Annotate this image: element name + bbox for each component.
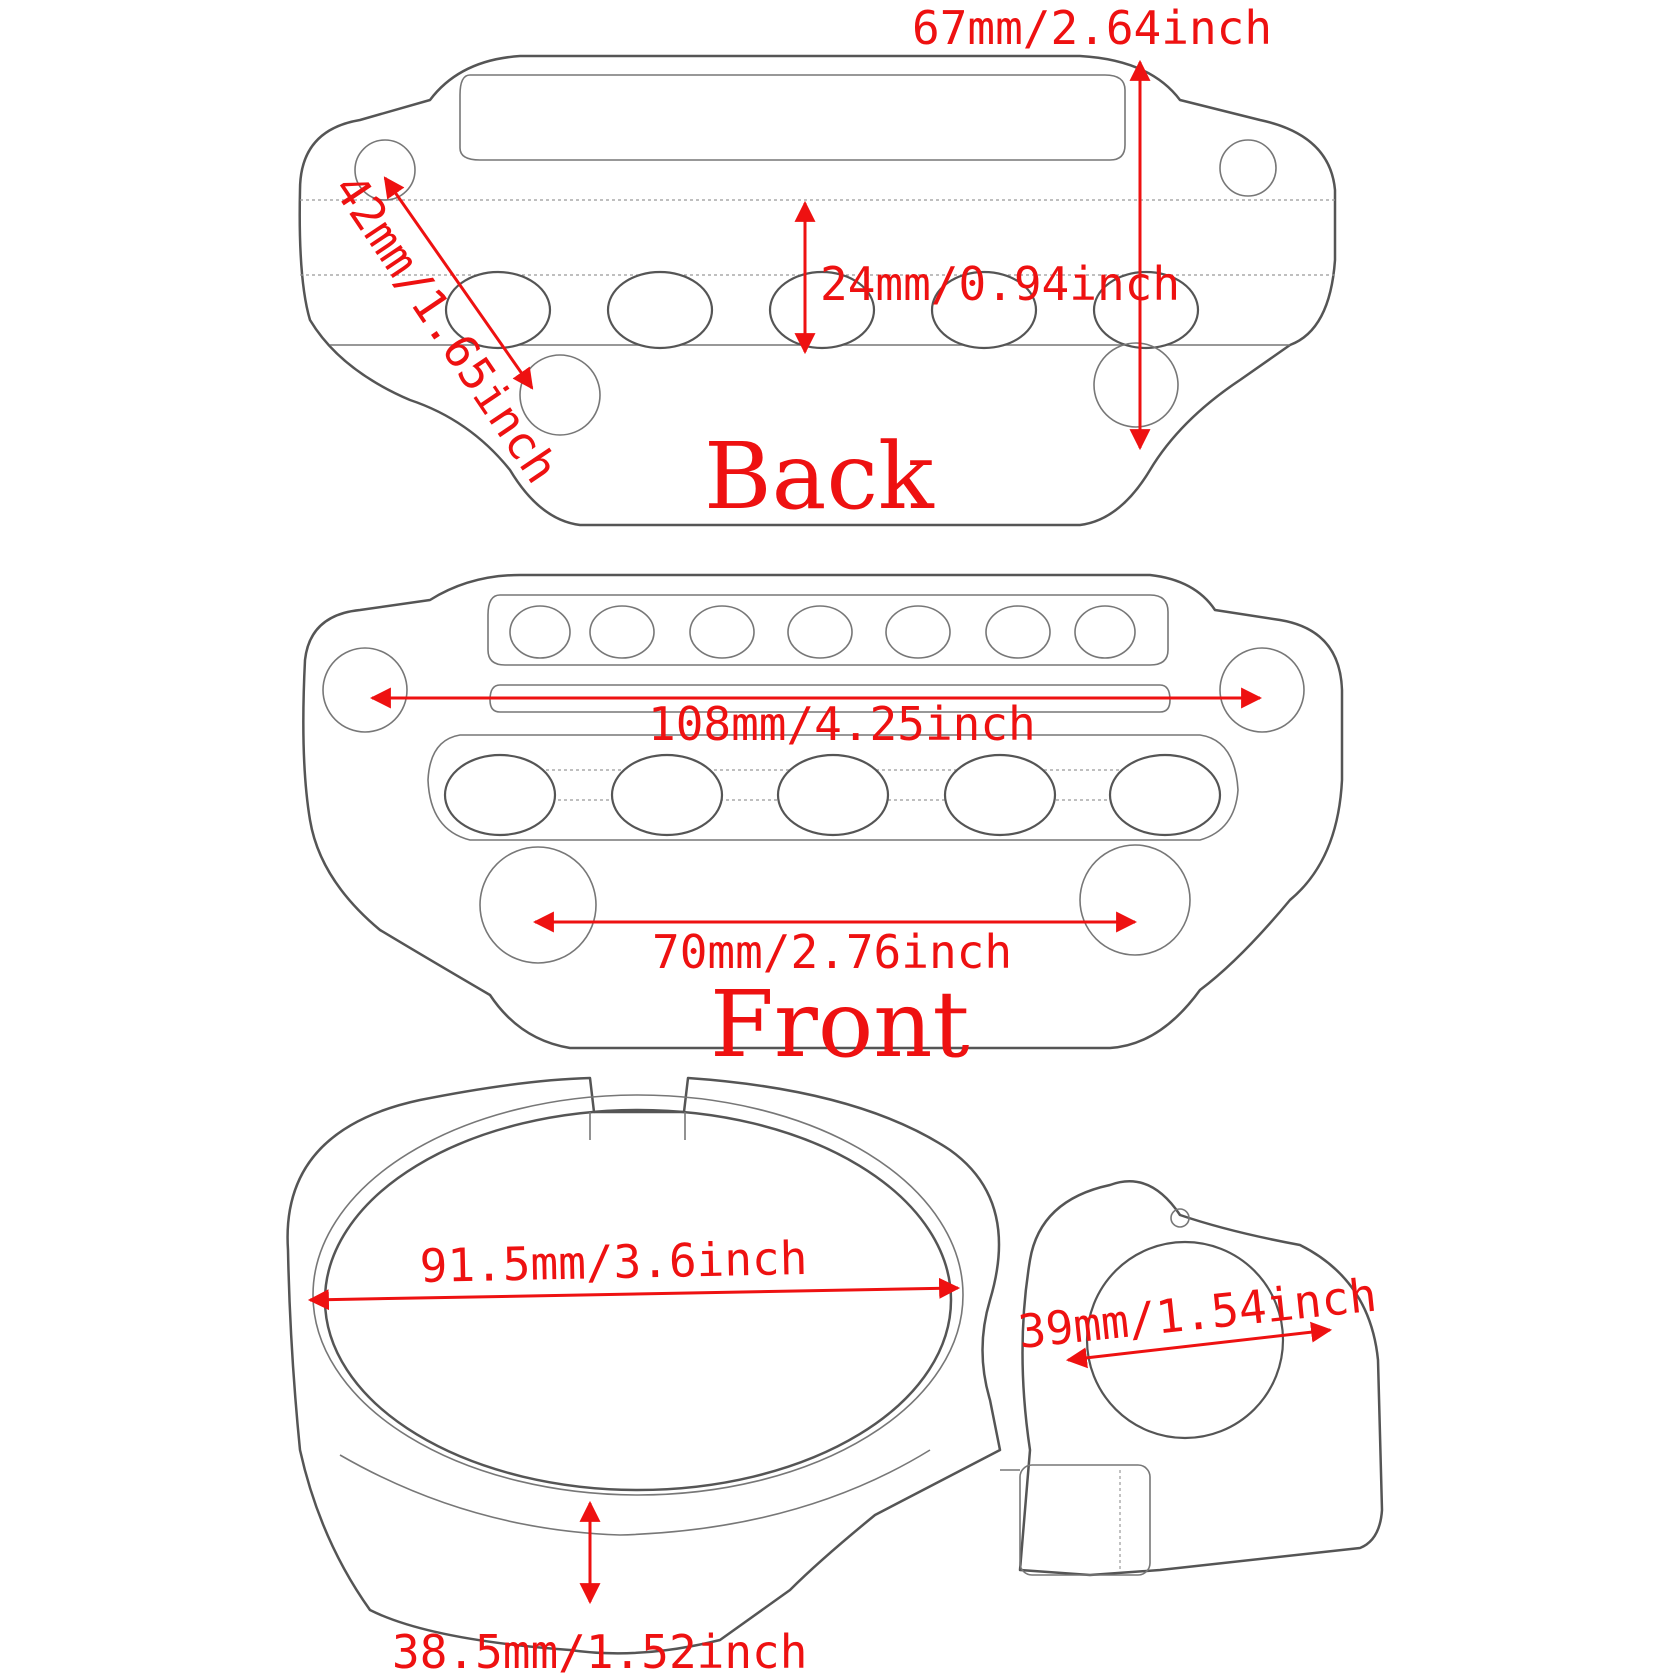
back-height-label: 67mm/2.64inch — [912, 1, 1272, 55]
gauge-ring — [286, 1076, 1002, 1655]
ring-dimension-arrows — [307, 1277, 1333, 1605]
ring-diameter-label: 91.5mm/3.6inch — [419, 1231, 808, 1293]
front-width-label: 108mm/4.25inch — [648, 697, 1036, 751]
ring-depth-label: 38.5mm/1.52inch — [392, 1625, 807, 1679]
back-dimension-arrows — [383, 59, 1151, 451]
front-bottom-label: 70mm/2.76inch — [652, 925, 1012, 979]
back-slot-label: 24mm/0.94inch — [820, 257, 1180, 311]
handlebar-clamp — [1000, 1180, 1384, 1577]
front-view-title: Front — [710, 971, 969, 1078]
front-dimension-arrows — [369, 687, 1263, 933]
front-view-bracket — [302, 573, 1344, 1050]
back-view-title: Back — [704, 423, 935, 530]
